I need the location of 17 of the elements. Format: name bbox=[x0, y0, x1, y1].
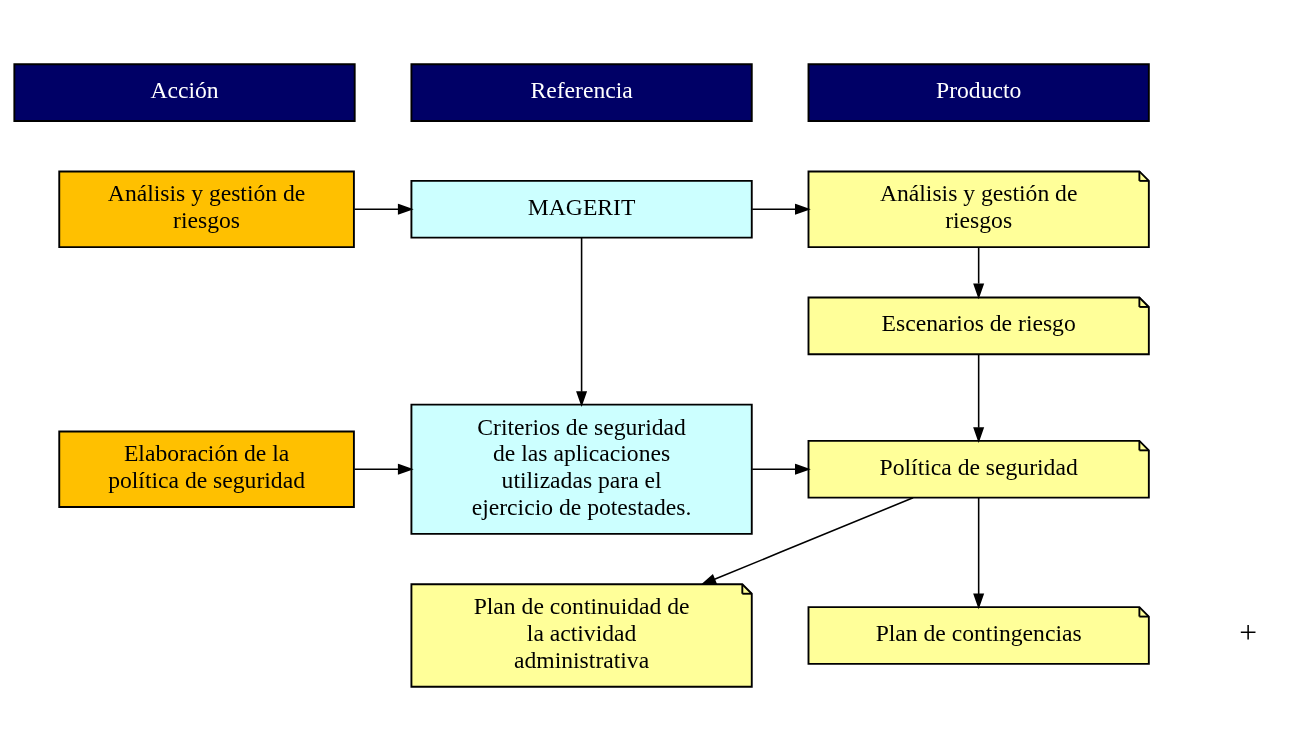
node-box: Acción bbox=[13, 63, 356, 122]
arrow bbox=[751, 463, 811, 475]
node-box: Criterios de seguridad de las aplicaciones utilizadas para el ejercicio de potestades. bbox=[410, 403, 753, 535]
node-box: Elaboración de la política de seguridad bbox=[58, 430, 355, 508]
arrow bbox=[973, 246, 985, 300]
arrow bbox=[973, 496, 985, 610]
arrow bbox=[973, 353, 985, 444]
arrow bbox=[353, 463, 414, 475]
node-box: Referencia bbox=[410, 63, 753, 122]
arrow bbox=[353, 203, 414, 215]
node-box: MAGERIT bbox=[410, 179, 753, 239]
label: + bbox=[1239, 615, 1257, 651]
arrow bbox=[576, 237, 588, 407]
arrow bbox=[751, 203, 811, 215]
arrow bbox=[700, 496, 914, 586]
node-box: Análisis y gestión de riesgos bbox=[58, 170, 355, 249]
node-box: Producto bbox=[807, 63, 1150, 122]
